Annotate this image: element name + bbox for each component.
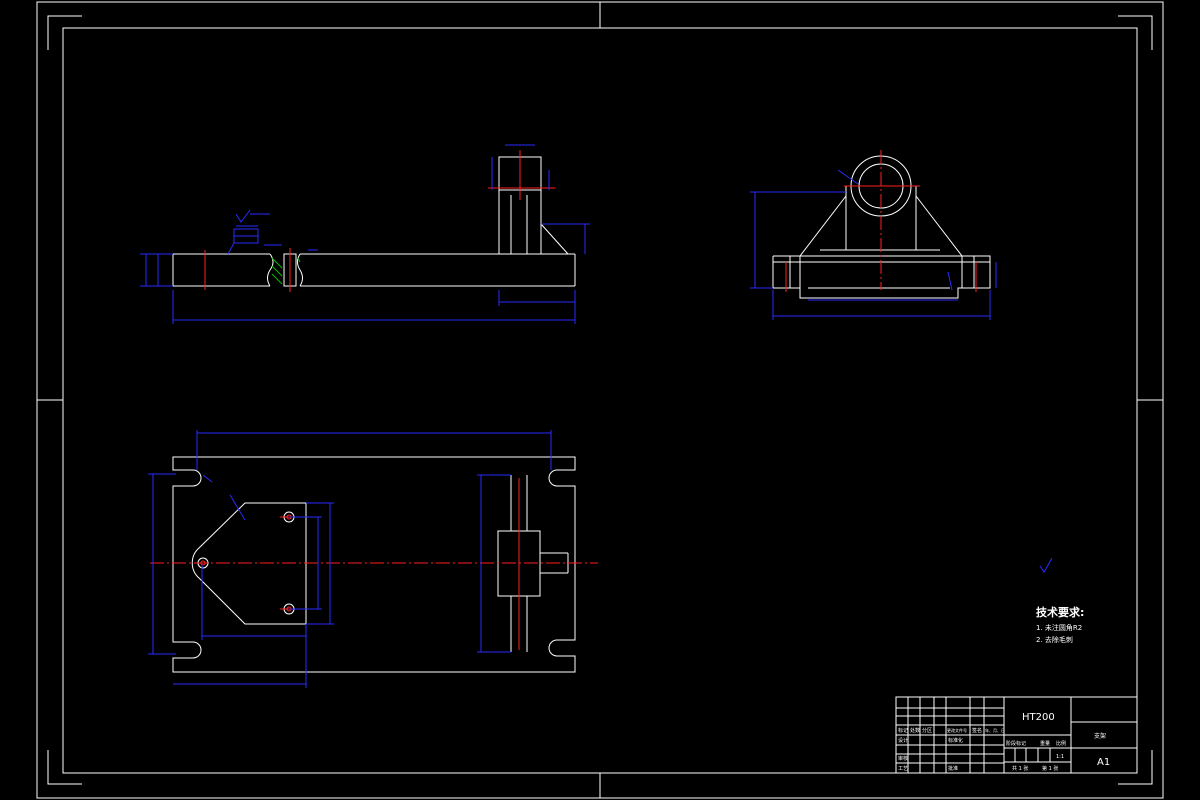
tech-requirements: 技术要求: 1. 未注圆角R2 2. 去除毛刺 — [1036, 605, 1084, 644]
tb-sheet-size: A1 — [1097, 757, 1110, 768]
tb-part-name: 支架 — [1094, 732, 1106, 740]
front-view — [140, 144, 590, 324]
side-view — [750, 150, 997, 320]
tb-zone: 分区 — [922, 727, 932, 734]
tb-standardization: 标准化 — [948, 737, 963, 744]
tb-scale-label: 比例 — [1056, 740, 1066, 747]
tech-requirement-item: 2. 去除毛刺 — [1036, 635, 1073, 644]
tb-approve: 批准 — [948, 765, 958, 772]
sheet-border — [36, 1, 1164, 799]
tb-material: HT200 — [1022, 712, 1055, 723]
tb-date: 年、月、日 — [985, 727, 1005, 733]
tb-signature: 签名 — [972, 727, 982, 734]
tb-process: 工艺 — [898, 766, 908, 772]
tb-count: 处数 — [910, 727, 920, 734]
tech-requirements-heading: 技术要求: — [1036, 605, 1084, 619]
tb-review: 审核 — [898, 755, 908, 762]
tb-sheet-number: 第 1 张 — [1042, 765, 1058, 772]
tech-requirement-item: 1. 未注圆角R2 — [1036, 623, 1082, 632]
title-block: 标记 处数 分区 更改文件号 签名 年、月、日 设计 标准化 审核 工艺 批准 … — [895, 696, 1138, 774]
top-view — [148, 430, 598, 688]
tb-sheet-count: 共 1 张 — [1012, 765, 1028, 772]
tb-mark: 标记 — [898, 727, 908, 734]
tb-scale-value: 1:1 — [1056, 754, 1064, 760]
tb-change-doc: 更改文件号 — [947, 727, 967, 733]
tb-weight: 重量 — [1040, 740, 1050, 747]
tb-design: 设计 — [898, 737, 908, 744]
check-symbol — [1039, 557, 1053, 573]
tb-stage-mark: 阶段标记 — [1006, 740, 1026, 747]
